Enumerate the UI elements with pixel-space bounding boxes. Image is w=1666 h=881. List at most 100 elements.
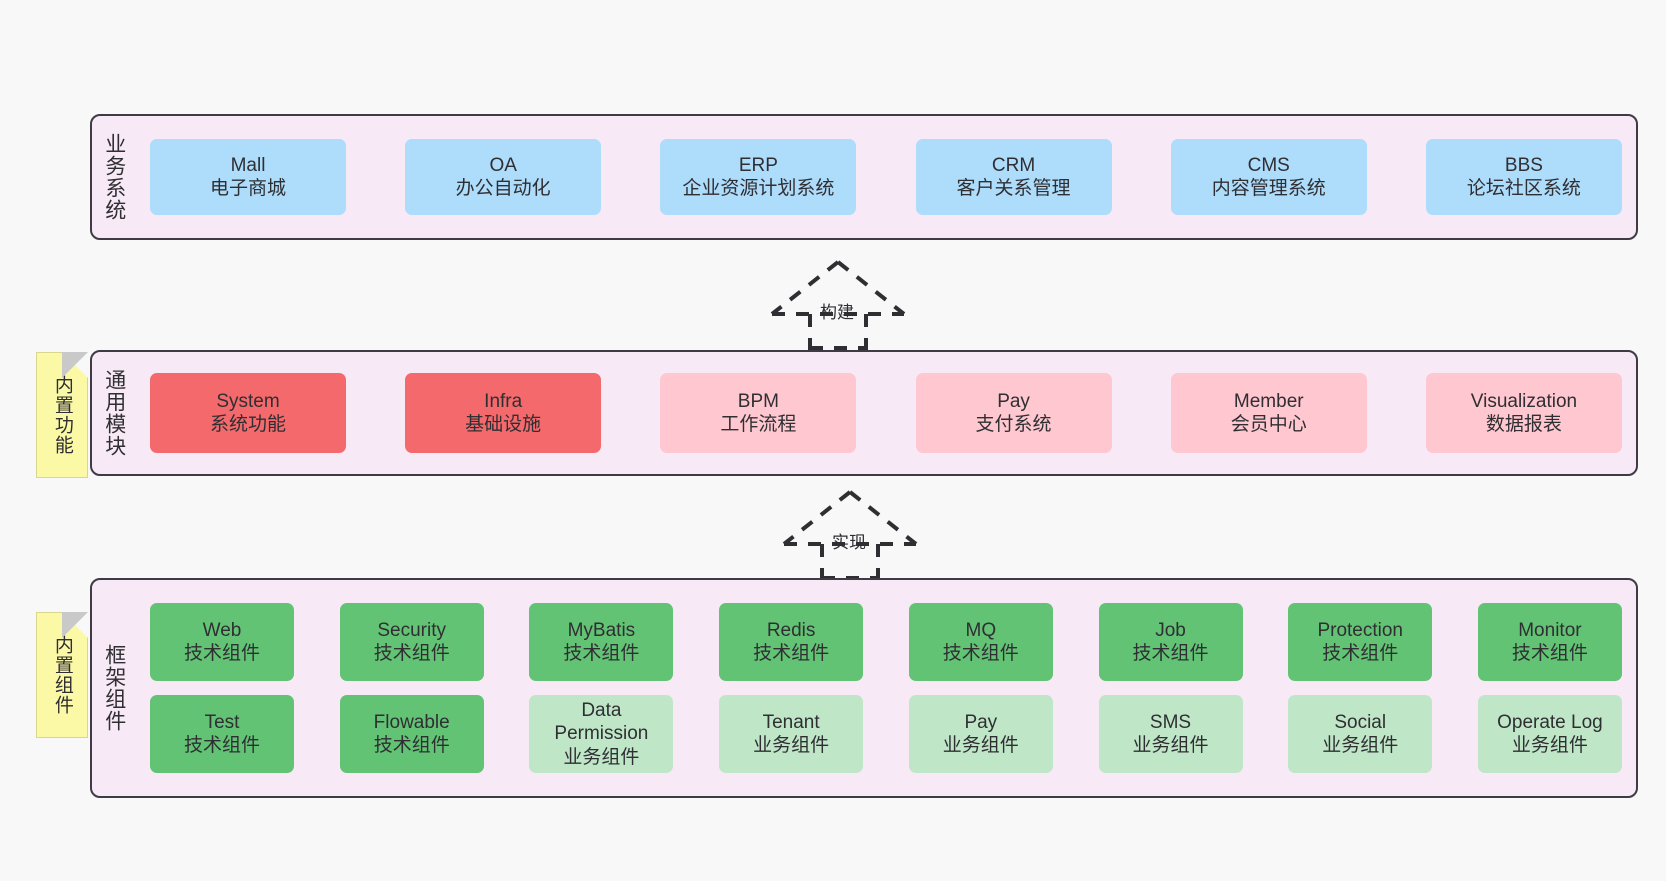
connector-implement-label: 实现: [832, 533, 866, 552]
card-desc: 技术组件: [373, 643, 450, 664]
connector-implement: 实现: [770, 488, 930, 580]
card-job[interactable]: Job 技术组件: [1098, 603, 1243, 681]
card-desc: 技术组件: [373, 735, 450, 756]
card-redis[interactable]: Redis 技术组件: [719, 603, 864, 681]
card-test[interactable]: Test 技术组件: [150, 695, 294, 773]
card-desc: 内容管理系统: [1211, 178, 1326, 199]
card-desc: 系统功能: [209, 414, 286, 435]
card-title: Protection: [1317, 619, 1403, 641]
card-operate-log[interactable]: Operate Log 业务组件: [1477, 695, 1622, 773]
card-title: Visualization: [1470, 390, 1578, 412]
card-desc: 业务组件: [1132, 735, 1209, 756]
card-desc: 技术组件: [942, 643, 1019, 664]
framework-row-business: Test 技术组件 Flowable 技术组件 Data Permission …: [150, 695, 1622, 773]
card-title: MQ: [965, 619, 997, 641]
card-desc: 技术组件: [183, 735, 260, 756]
card-title: Pay: [964, 711, 998, 733]
card-desc: 技术组件: [1322, 643, 1399, 664]
card-desc: 基础设施: [465, 414, 542, 435]
card-desc: 业务组件: [563, 746, 640, 768]
card-desc: 业务组件: [753, 735, 830, 756]
card-title: MyBatis: [567, 619, 636, 641]
sticky-note-builtin-components: 内置组件: [36, 612, 88, 738]
card-desc: 业务组件: [1511, 735, 1588, 756]
card-title: Data Permission: [554, 700, 649, 745]
card-title: Redis: [766, 619, 816, 641]
card-desc: 电子商城: [209, 178, 286, 199]
card-title: Test: [204, 711, 240, 733]
card-monitor[interactable]: Monitor 技术组件: [1477, 603, 1622, 681]
card-cms[interactable]: CMS 内容管理系统: [1170, 139, 1367, 215]
card-desc: 技术组件: [1132, 643, 1209, 664]
card-desc: 技术组件: [753, 643, 830, 664]
card-flowable[interactable]: Flowable 技术组件: [339, 695, 484, 773]
card-title: CRM: [991, 154, 1036, 176]
card-sms[interactable]: SMS 业务组件: [1098, 695, 1243, 773]
card-title: SMS: [1149, 711, 1192, 733]
card-mybatis[interactable]: MyBatis 技术组件: [529, 603, 674, 681]
layer-title-business: 业务系统: [102, 133, 126, 221]
card-erp[interactable]: ERP 企业资源计划系统: [660, 139, 857, 215]
card-title: Social: [1334, 711, 1387, 733]
card-oa[interactable]: OA 办公自动化: [405, 139, 602, 215]
card-desc: 工作流程: [720, 414, 797, 435]
card-title: ERP: [738, 154, 778, 176]
layer-framework-components: 框架组件 Web 技术组件 Security 技术组件 MyBatis 技术组件…: [90, 578, 1638, 798]
card-title: Tenant: [762, 711, 820, 733]
card-crm[interactable]: CRM 客户关系管理: [915, 139, 1112, 215]
card-data-permission[interactable]: Data Permission 业务组件: [529, 695, 674, 773]
card-desc: 支付系统: [975, 414, 1052, 435]
card-desc: 业务组件: [942, 735, 1019, 756]
card-desc: 办公自动化: [455, 178, 551, 199]
layer-title-framework: 框架组件: [102, 644, 126, 732]
card-pay[interactable]: Pay 支付系统: [915, 373, 1112, 453]
connector-build: 构建: [758, 258, 918, 350]
layer-body-business: Mall 电子商城 OA 办公自动化 ERP 企业资源计划系统 CRM 客户关系…: [136, 116, 1636, 238]
card-desc: 会员中心: [1230, 414, 1307, 435]
card-title: Monitor: [1518, 619, 1582, 641]
sticky-label: 内置功能: [51, 375, 73, 455]
card-title: Infra: [484, 390, 523, 412]
card-title: Flowable: [373, 711, 450, 733]
card-web[interactable]: Web 技术组件: [150, 603, 294, 681]
card-title: System: [216, 390, 280, 412]
card-desc: 技术组件: [1511, 643, 1588, 664]
sticky-note-builtin-features: 内置功能: [36, 352, 88, 478]
card-title: OA: [489, 154, 517, 176]
card-title: Operate Log: [1497, 711, 1603, 733]
card-title: BBS: [1504, 154, 1543, 176]
layer-business-systems: 业务系统 Mall 电子商城 OA 办公自动化 ERP 企业资源计划系统 CRM…: [90, 114, 1638, 240]
card-desc: 企业资源计划系统: [682, 178, 835, 199]
layer-body-modules: System 系统功能 Infra 基础设施 BPM 工作流程 Pay 支付系统…: [136, 352, 1636, 474]
card-tenant[interactable]: Tenant 业务组件: [719, 695, 864, 773]
card-security[interactable]: Security 技术组件: [339, 603, 484, 681]
card-title: Pay: [997, 390, 1030, 412]
card-social[interactable]: Social 业务组件: [1288, 695, 1433, 773]
card-member[interactable]: Member 会员中心: [1170, 373, 1367, 453]
card-desc: 业务组件: [1322, 735, 1399, 756]
card-mall[interactable]: Mall 电子商城: [150, 139, 346, 215]
card-pay-business[interactable]: Pay 业务组件: [908, 695, 1053, 773]
card-title: CMS: [1247, 154, 1290, 176]
card-desc: 技术组件: [563, 643, 640, 664]
card-title: BPM: [737, 390, 779, 412]
card-infra[interactable]: Infra 基础设施: [405, 373, 602, 453]
card-visualization[interactable]: Visualization 数据报表: [1425, 373, 1622, 453]
card-bpm[interactable]: BPM 工作流程: [660, 373, 857, 453]
card-title: Mall: [230, 154, 266, 176]
card-bbs[interactable]: BBS 论坛社区系统: [1425, 139, 1622, 215]
connector-build-label: 构建: [820, 303, 854, 322]
layer-common-modules: 通用模块 System 系统功能 Infra 基础设施 BPM 工作流程 Pay…: [90, 350, 1638, 476]
card-system[interactable]: System 系统功能: [150, 373, 346, 453]
sticky-label: 内置组件: [51, 635, 73, 715]
card-title: Security: [377, 619, 447, 641]
card-mq[interactable]: MQ 技术组件: [908, 603, 1053, 681]
card-protection[interactable]: Protection 技术组件: [1288, 603, 1433, 681]
card-desc: 客户关系管理: [956, 178, 1071, 199]
card-desc: 论坛社区系统: [1466, 178, 1581, 199]
card-title: Member: [1233, 390, 1304, 412]
layer-title-modules: 通用模块: [102, 369, 126, 457]
card-title: Web: [202, 619, 242, 641]
card-title: Job: [1155, 619, 1186, 641]
